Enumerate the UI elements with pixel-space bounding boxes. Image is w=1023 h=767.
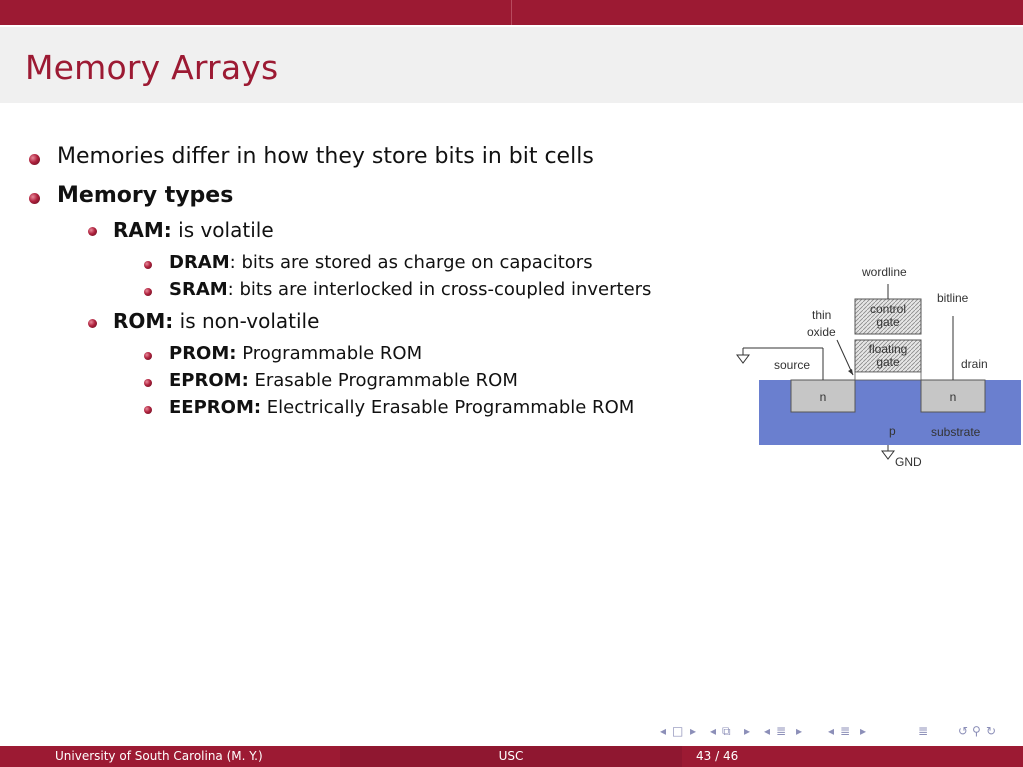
bullet-icon — [29, 154, 40, 165]
footer-page-number: 43 / 46 — [696, 749, 739, 763]
bullet-icon — [144, 379, 152, 387]
floating-gate-transistor-diagram: wordline bitline thin oxide control gate… — [736, 265, 1021, 469]
bullet-eprom: EPROM: Erasable Programmable ROM — [169, 370, 518, 391]
label-control-gate-2: gate — [876, 315, 900, 329]
bullet-icon — [144, 406, 152, 414]
bullet-ram: RAM: is volatile — [113, 218, 274, 242]
top-header-strip — [0, 0, 1023, 25]
bullet-memory-types: Memory types — [57, 183, 234, 208]
label-oxide: oxide — [807, 325, 836, 339]
bullet-icon — [88, 227, 97, 236]
nav-search-forward-icon[interactable]: ↻ — [986, 724, 997, 738]
bullet-dram: DRAM: bits are stored as charge on capac… — [169, 252, 593, 273]
bullet-icon — [144, 352, 152, 360]
ground-symbol-left — [736, 354, 750, 364]
nav-next-doc-icon[interactable]: ▸ — [860, 724, 867, 738]
bullet-memories-differ: Memories differ in how they store bits i… — [57, 144, 594, 169]
label-drain: drain — [961, 357, 988, 371]
footer-page-section: 43 / 46 — [682, 746, 1023, 767]
nav-search-icon[interactable]: ⚲ — [972, 724, 981, 738]
bullet-icon — [144, 261, 152, 269]
label-bitline: bitline — [937, 291, 969, 305]
title-bar — [0, 27, 1023, 103]
n-region-right — [920, 379, 986, 413]
footer-author: University of South Carolina (M. Y.) — [55, 749, 263, 763]
nav-next-subsection-icon[interactable]: ▸ — [744, 724, 751, 738]
bullet-icon — [88, 319, 97, 328]
thin-oxide-layer — [854, 371, 922, 381]
bullet-eeprom: EEPROM: Electrically Erasable Programmab… — [169, 397, 635, 418]
nav-prev-doc-icon[interactable]: ◂ — [828, 724, 835, 738]
bullet-prom: PROM: Programmable ROM — [169, 343, 423, 364]
control-gate — [854, 298, 922, 335]
nav-next-section-icon[interactable]: ▸ — [796, 724, 803, 738]
nav-prev-section-icon[interactable]: ◂ — [764, 724, 771, 738]
label-thin: thin — [812, 308, 831, 322]
ground-symbol-bottom — [881, 450, 895, 460]
label-floating-gate-2: gate — [876, 355, 900, 369]
label-substrate: substrate — [931, 425, 981, 439]
label-wordline: wordline — [861, 265, 907, 279]
nav-frame-icon[interactable]: □ — [672, 724, 684, 738]
footer-author-section: University of South Carolina (M. Y.) — [0, 746, 340, 767]
label-gnd: GND — [895, 455, 922, 469]
nav-section-icon[interactable]: ≣ — [776, 724, 787, 738]
label-source: source — [774, 358, 810, 372]
nav-search-back-icon[interactable]: ↺ — [958, 724, 969, 738]
nav-prev-subsection-icon[interactable]: ◂ — [710, 724, 717, 738]
label-n-left: n — [820, 390, 827, 404]
footer-short-title: USC — [498, 749, 524, 763]
nav-subsection-icon[interactable]: ⧉ — [722, 724, 731, 738]
bullet-rom: ROM: is non-volatile — [113, 309, 320, 333]
n-region-left — [790, 379, 856, 413]
header-divider — [511, 0, 512, 25]
bullet-sram: SRAM: bits are interlocked in cross-coup… — [169, 279, 652, 300]
slide-title: Memory Arrays — [25, 48, 279, 87]
floating-gate — [854, 339, 922, 373]
nav-next-frame-icon[interactable]: ▸ — [690, 724, 697, 738]
label-n-right: n — [950, 390, 957, 404]
footer-bar: University of South Carolina (M. Y.) USC… — [0, 746, 1023, 767]
label-floating-gate-1: floating — [869, 342, 908, 356]
label-p: p — [889, 424, 896, 438]
nav-doc-icon[interactable]: ≣ — [840, 724, 851, 738]
bullet-icon — [144, 288, 152, 296]
footer-title-section: USC — [340, 746, 682, 767]
navigation-controls: ◂ □ ▸ ◂ ⧉ ▸ ◂ ≣ ▸ ◂ ≣ ▸ ≣ ↺ ⚲ ↻ — [660, 724, 1015, 742]
nav-prev-frame-icon[interactable]: ◂ — [660, 724, 667, 738]
bullet-icon — [29, 193, 40, 204]
label-control-gate-1: control — [870, 302, 906, 316]
nav-align-icon[interactable]: ≣ — [918, 724, 929, 738]
